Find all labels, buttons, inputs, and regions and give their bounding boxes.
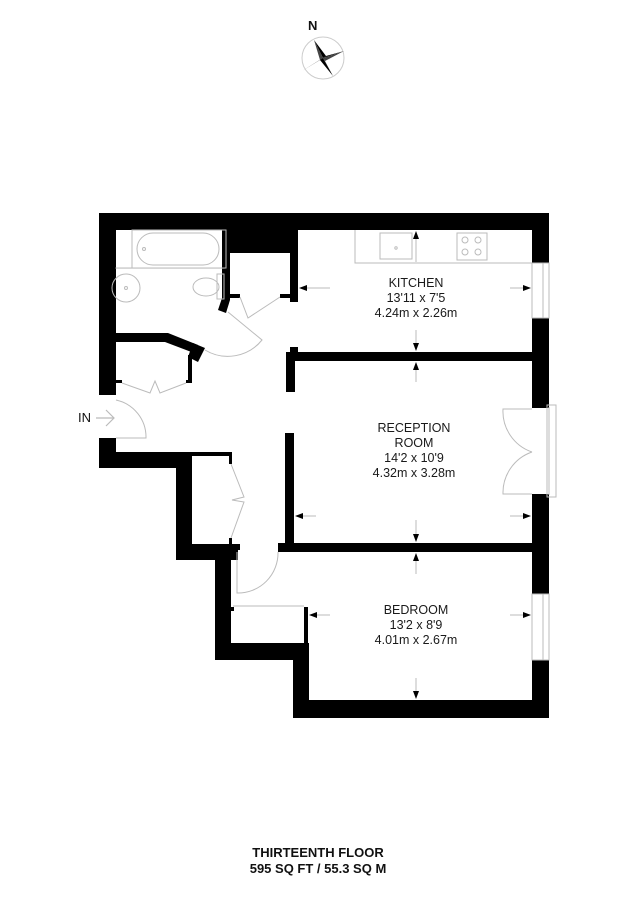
floor-name: THIRTEENTH FLOOR	[252, 845, 384, 860]
kitchen-counter	[354, 230, 532, 264]
room-name: RECEPTION	[377, 421, 451, 435]
room-imperial: 13'2 x 8'9	[389, 618, 443, 632]
room-reception: RECEPTION ROOM 14'2 x 10'9 4.32m x 3.28m	[373, 421, 456, 481]
dimension-arrows	[295, 231, 531, 699]
bedroom-window	[531, 593, 550, 661]
hob	[456, 232, 488, 261]
room-kitchen: KITCHEN 13'11 x 7'5 4.24m x 2.26m	[375, 276, 458, 321]
room-metric: 4.01m x 2.67m	[374, 633, 458, 647]
entrance-door	[115, 399, 147, 439]
room-metric: 4.24m x 2.26m	[374, 306, 458, 320]
windows	[531, 262, 557, 661]
north-compass-icon	[301, 36, 345, 80]
room-metric: 4.32m x 3.28m	[372, 466, 456, 480]
floor-area: 595 SQ FT / 55.3 SQ M	[249, 861, 387, 876]
sink	[379, 232, 413, 260]
basin	[111, 273, 141, 303]
room-imperial: 13'11 x 7'5	[386, 291, 446, 305]
fixtures	[111, 229, 532, 303]
walls	[99, 213, 549, 718]
room-bedroom: BEDROOM 13'2 x 8'9 4.01m x 2.67m	[375, 603, 458, 648]
kitchen-window	[531, 262, 550, 319]
floor-summary: THIRTEENTH FLOOR 595 SQ FT / 55.3 SQ M	[0, 845, 636, 877]
toilet	[192, 277, 220, 297]
room-imperial: 14'2 x 10'9	[384, 451, 444, 465]
entrance-arrow-icon	[96, 409, 115, 427]
doors	[115, 296, 533, 607]
room-name-line2: ROOM	[394, 436, 434, 450]
room-name: BEDROOM	[383, 603, 449, 617]
entrance-label: IN	[78, 410, 91, 425]
north-label: N	[308, 18, 318, 33]
balcony-door-frame	[546, 404, 557, 498]
room-name: KITCHEN	[388, 276, 444, 290]
